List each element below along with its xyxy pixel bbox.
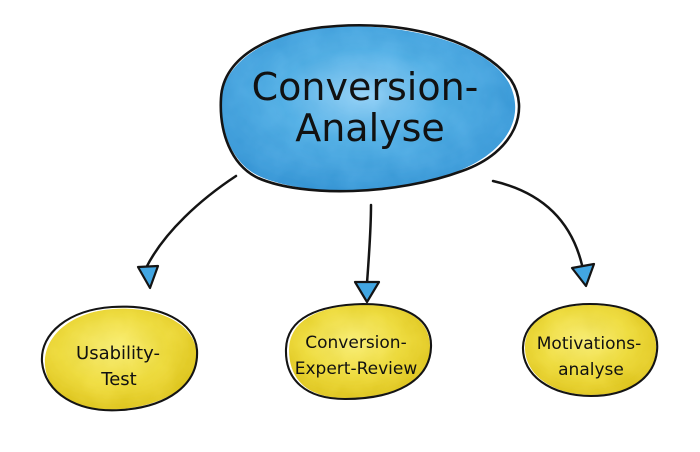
arrowhead-right-icon [570,262,596,288]
child-node-usability-test-outline [40,305,199,412]
connector-middle [365,203,373,285]
child-node-motivationsanalyse: Motivations- analyse [521,302,659,398]
connector-right [491,179,584,267]
main-node-label-line-1: Conversion- [252,65,479,109]
main-node-shape [221,26,516,191]
main-node-label-line-2: Analyse [295,106,445,150]
child-node-motivationsanalyse-outline [521,302,659,398]
child-node-usability-test-shape [44,308,198,410]
child-node-motivationsanalyse-label-line-1: Motivations- [537,334,642,354]
child-node-usability-test-label-line-1: Usability- [76,343,160,364]
main-node-outline [219,24,521,193]
child-node-conversion-expert-review-shape [289,305,430,398]
child-node-conversion-expert-review-label-line-1: Conversion- [305,333,406,353]
child-node-usability-test: Usability- Test [40,305,199,412]
connectors-group [144,174,584,285]
arrowhead-middle-icon [353,280,381,304]
child-node-motivationsanalyse-label-line-2: analyse [558,360,624,380]
child-node-conversion-expert-review: Conversion- Expert-Review [284,302,433,401]
child-node-usability-test-label-line-2: Test [100,369,136,390]
arrowheads-group [136,262,596,304]
main-node: Conversion- Analyse [219,24,521,193]
connector-left [144,174,238,270]
child-node-conversion-expert-review-outline [284,302,433,401]
child-node-conversion-expert-review-label-line-2: Expert-Review [295,359,418,379]
child-node-motivationsanalyse-shape [524,305,657,395]
arrowhead-left-icon [136,264,160,290]
